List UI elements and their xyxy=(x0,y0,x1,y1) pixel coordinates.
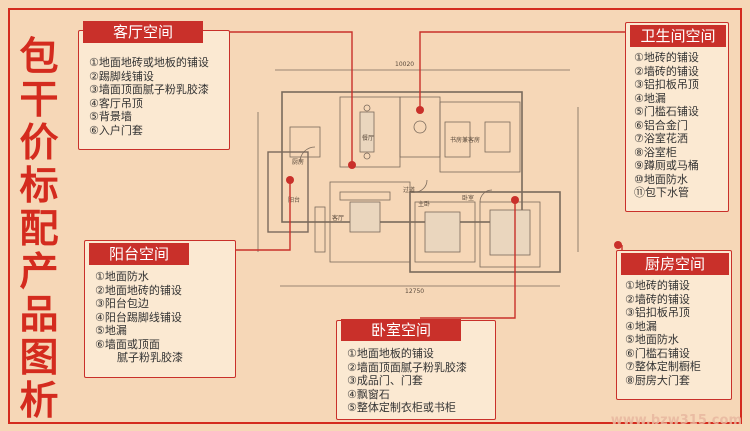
title-char: 配 xyxy=(19,207,59,252)
dimension-label-top: 10020 xyxy=(395,61,414,68)
vertical-title: 包 干 价 标 配 产 品 图 析 xyxy=(14,36,64,423)
list-item: ⑤背景墙 xyxy=(89,110,132,123)
list-item: ⑤地面防水 xyxy=(625,333,679,346)
list-item: ⑨蹲厕或马桶 xyxy=(634,159,699,172)
plan-label-dining: 餐厅 xyxy=(362,134,374,142)
list-item: ⑪包下水管 xyxy=(634,186,689,199)
list-item: ③铝扣板吊顶 xyxy=(634,78,699,91)
list-item: ⑥铝合金门 xyxy=(634,118,688,132)
list-item: ⑥墙面或顶面 xyxy=(95,337,160,351)
list-item: ⑤门槛石铺设 xyxy=(634,105,699,118)
list-item: ⑤地漏 xyxy=(95,324,127,337)
list-item: ②墙砖的铺设 xyxy=(634,64,699,78)
list-item: ④飘窗石 xyxy=(347,387,390,401)
item-list: ①地砖的铺设 ②墙砖的铺设 ③铝扣板吊顶 ④地漏 ⑤地面防水 ⑥门槛石铺设 ⑦整… xyxy=(625,279,701,387)
list-item: ①地砖的铺设 xyxy=(625,279,690,292)
card-balcony: 阳台空间 ①地面防水 ②地面地砖的铺设 ③阳台包边 ④阳台踢脚线铺设 ⑤地漏 ⑥… xyxy=(84,240,236,378)
title-char: 品 xyxy=(19,293,59,338)
title-char: 产 xyxy=(19,250,59,295)
card-title: 卧室空间 xyxy=(341,319,461,341)
title-char: 包 xyxy=(19,35,59,80)
list-item: ③成品门、门套 xyxy=(347,374,423,387)
list-item: ⑥入户门套 xyxy=(89,123,143,137)
list-item: ⑧浴室柜 xyxy=(634,145,677,159)
title-char: 价 xyxy=(19,121,59,166)
item-list: ①地面防水 ②地面地砖的铺设 ③阳台包边 ④阳台踢脚线铺设 ⑤地漏 ⑥墙面或顶面… xyxy=(95,270,183,365)
title-char: 干 xyxy=(19,78,59,123)
list-item: ①地面防水 xyxy=(95,270,149,283)
list-item: ⑦整体定制橱柜 xyxy=(625,360,701,373)
list-item: ⑥门槛石铺设 xyxy=(625,346,690,360)
list-item: ②墙砖的铺设 xyxy=(625,292,690,306)
plan-label-balcony: 阳台 xyxy=(288,196,300,204)
plan-label-master: 主卧 xyxy=(418,200,430,208)
floor-plan: 10020 12750 厨房 餐厅 书房兼客房 阳台 客厅 过道 主卧 卧室 xyxy=(257,61,579,295)
list-item: ③墙面顶面腻子粉乳胶漆 xyxy=(89,83,209,96)
item-list: ①地面地板的铺设 ②墙面顶面腻子粉乳胶漆 ③成品门、门套 ④飘窗石 ⑤整体定制衣… xyxy=(347,347,467,415)
plan-label-bedroom: 卧室 xyxy=(462,194,474,202)
list-item: ④客厅吊顶 xyxy=(89,96,143,110)
item-list: ①地面地砖或地板的铺设 ②踢脚线铺设 ③墙面顶面腻子粉乳胶漆 ④客厅吊顶 ⑤背景… xyxy=(89,56,209,137)
list-item: ③铝扣板吊顶 xyxy=(625,306,690,319)
card-bedroom: 卧室空间 ①地面地板的铺设 ②墙面顶面腻子粉乳胶漆 ③成品门、门套 ④飘窗石 ⑤… xyxy=(336,319,496,420)
watermark: www.bzw315.com xyxy=(610,413,742,428)
list-item: ⑧厨房大门套 xyxy=(625,373,690,387)
list-item: ⑩地面防水 xyxy=(634,172,688,186)
item-list: ①地砖的铺设 ②墙砖的铺设 ③铝扣板吊顶 ④地漏 ⑤门槛石铺设 ⑥铝合金门 ⑦浴… xyxy=(634,51,699,200)
card-bathroom: 卫生间空间 ①地砖的铺设 ②墙砖的铺设 ③铝扣板吊顶 ④地漏 ⑤门槛石铺设 ⑥铝… xyxy=(625,22,729,212)
list-item: ②墙面顶面腻子粉乳胶漆 xyxy=(347,360,467,374)
list-item: ④地漏 xyxy=(634,91,666,105)
list-item: ④阳台踢脚线铺设 xyxy=(95,310,182,324)
list-item: ①地面地砖或地板的铺设 xyxy=(89,56,209,69)
title-char: 图 xyxy=(19,336,59,381)
list-item: ⑤整体定制衣柜或书柜 xyxy=(347,401,456,414)
title-char: 标 xyxy=(19,164,59,209)
plan-label-kitchen: 厨房 xyxy=(292,158,304,166)
plan-label-hall: 过道 xyxy=(403,186,415,194)
list-item: ③阳台包边 xyxy=(95,297,149,310)
plan-label-living: 客厅 xyxy=(332,214,344,222)
list-item: ⑦浴室花洒 xyxy=(634,132,688,145)
list-item: ④地漏 xyxy=(625,319,657,333)
card-living-room: 客厅空间 ①地面地砖或地板的铺设 ②踢脚线铺设 ③墙面顶面腻子粉乳胶漆 ④客厅吊… xyxy=(78,21,230,150)
plan-label-study: 书房兼客房 xyxy=(450,136,480,144)
list-item: ①地砖的铺设 xyxy=(634,51,699,64)
title-char: 析 xyxy=(19,379,59,424)
card-title: 客厅空间 xyxy=(83,21,203,43)
card-kitchen: 厨房空间 ①地砖的铺设 ②墙砖的铺设 ③铝扣板吊顶 ④地漏 ⑤地面防水 ⑥门槛石… xyxy=(616,250,732,400)
card-title: 厨房空间 xyxy=(621,253,729,275)
list-item: 腻子粉乳胶漆 xyxy=(117,351,183,364)
card-title: 阳台空间 xyxy=(89,243,189,265)
dimension-label-bottom: 12750 xyxy=(405,288,424,295)
list-item: ②踢脚线铺设 xyxy=(89,69,154,83)
outer-frame xyxy=(8,8,742,424)
list-item: ①地面地板的铺设 xyxy=(347,347,434,360)
card-title: 卫生间空间 xyxy=(630,25,726,47)
list-item: ②地面地砖的铺设 xyxy=(95,283,182,297)
